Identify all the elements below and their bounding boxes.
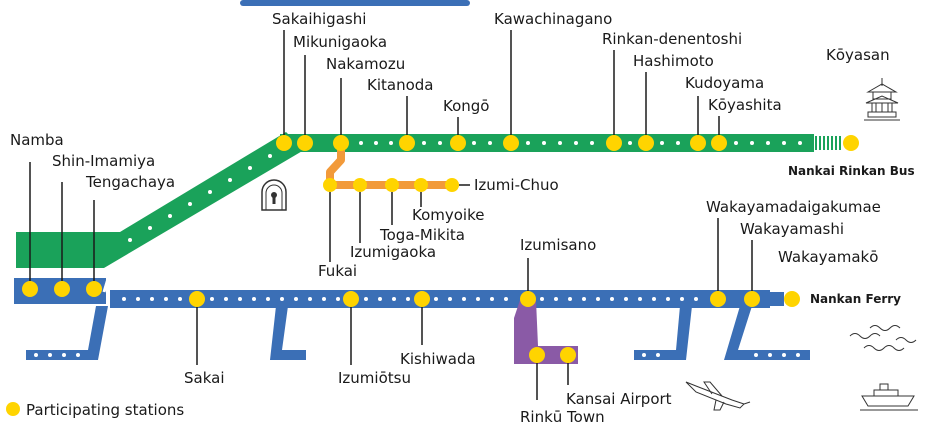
ship-icon: [860, 383, 918, 411]
main-line: [14, 271, 810, 360]
station-komyoike[interactable]: [414, 178, 428, 192]
pagoda-icon: [864, 78, 900, 121]
station-marks: [22, 135, 859, 363]
station-namba[interactable]: [22, 281, 38, 297]
station-hashimoto[interactable]: [638, 135, 654, 151]
station-kansai-airport[interactable]: [560, 347, 576, 363]
label-sakai: Sakai: [184, 369, 225, 387]
station-kongo[interactable]: [450, 135, 466, 151]
label-wakayamashi: Wakayamashi: [740, 220, 844, 238]
semboku-line: [326, 143, 452, 189]
label-kansai-airport: Kansai Airport: [566, 390, 672, 408]
station-koyasan[interactable]: [843, 135, 859, 151]
station-shin-imamiya[interactable]: [54, 281, 70, 297]
station-tengachaya[interactable]: [86, 281, 102, 297]
station-izumigaoka[interactable]: [353, 178, 367, 192]
station-kawachinagano[interactable]: [503, 135, 519, 151]
station-sakai[interactable]: [189, 291, 205, 307]
line-junction-mark: [102, 271, 112, 293]
label-namba: Namba: [10, 131, 64, 149]
label-izumiotsu: Izumiōtsu: [338, 369, 411, 387]
station-sakaihigashi[interactable]: [276, 135, 292, 151]
label-nankan-ferry: Nankan Ferry: [810, 292, 901, 306]
legend: Participating stations: [6, 401, 184, 419]
label-komyoike: Komyoike: [412, 206, 484, 224]
branch-4: [724, 306, 810, 360]
station-wakayamako[interactable]: [784, 291, 800, 307]
station-toga-mikita[interactable]: [385, 178, 399, 192]
label-kitanoda: Kitanoda: [367, 76, 433, 94]
station-wakayamadaigakumae[interactable]: [710, 291, 726, 307]
station-rinku-town[interactable]: [529, 347, 545, 363]
label-mikunigaoka: Mikunigaoka: [293, 33, 387, 51]
station-kitanoda[interactable]: [399, 135, 415, 151]
label-izumigaoka: Izumigaoka: [350, 243, 436, 261]
label-kongo: Kongō: [443, 97, 489, 115]
label-nakamozu: Nakamozu: [326, 55, 405, 73]
station-mikunigaoka[interactable]: [297, 135, 313, 151]
station-koyashita[interactable]: [711, 135, 727, 151]
airplane-icon: [685, 381, 751, 411]
koya-line-diagonal: [16, 132, 304, 268]
label-izumisano: Izumisano: [520, 236, 596, 254]
label-wakayamadaigakumae: Wakayamadaigakumae: [706, 198, 881, 216]
airport-line: [514, 300, 578, 364]
label-koyasan: Kōyasan: [826, 46, 890, 64]
label-kawachinagano: Kawachinagano: [494, 10, 612, 28]
label-izumi-chuo: Izumi-Chuo: [474, 176, 559, 194]
label-kudoyama: Kudoyama: [685, 74, 764, 92]
semboku-line-path: [326, 143, 452, 189]
branch-2: [270, 306, 306, 360]
branch-3: [634, 306, 692, 360]
station-izumiotsu[interactable]: [343, 291, 359, 307]
legend-label: Participating stations: [26, 401, 184, 419]
station-kudoyama[interactable]: [690, 135, 706, 151]
waves-icon: [849, 325, 917, 351]
main-line-ferry-stub: [760, 292, 784, 306]
label-rinkan-bus: Nankai Rinkan Bus: [788, 164, 915, 178]
label-rinku-town: Rinkū Town: [520, 408, 605, 426]
label-sakaihigashi: Sakaihigashi: [272, 10, 366, 28]
legend-marker: [6, 402, 20, 416]
label-fukai: Fukai: [318, 262, 357, 280]
leader-lines: [29, 30, 753, 400]
station-izumisano[interactable]: [520, 291, 536, 307]
station-wakayamashi[interactable]: [744, 291, 760, 307]
station-izumi-chuo[interactable]: [445, 178, 459, 192]
label-hashimoto: Hashimoto: [633, 52, 714, 70]
label-koyashita: Kōyashita: [708, 96, 782, 114]
label-tengachaya: Tengachaya: [85, 173, 175, 191]
label-kishiwada: Kishiwada: [400, 350, 476, 368]
station-labels: Namba Shin-Imamiya Tengachaya Sakaihigas…: [10, 10, 915, 426]
station-fukai[interactable]: [323, 178, 337, 192]
main-line-trunk: [110, 290, 770, 308]
station-kishiwada[interactable]: [414, 291, 430, 307]
tunnel-icon: [261, 179, 287, 211]
header-strip: [240, 0, 470, 6]
label-toga-mikita: Toga-Mikita: [379, 226, 465, 244]
main-line-dots: [34, 297, 800, 357]
station-rinkan-denentoshi[interactable]: [606, 135, 622, 151]
branch-1: [26, 306, 108, 360]
label-rinkan-denentoshi: Rinkan-denentoshi: [602, 30, 742, 48]
station-nakamozu[interactable]: [333, 135, 349, 151]
label-shin-imamiya: Shin-Imamiya: [52, 152, 155, 170]
label-wakayamako: Wakayamakō: [778, 248, 878, 266]
koya-line-dots: [128, 141, 802, 242]
koya-line-hatch: [815, 136, 841, 150]
